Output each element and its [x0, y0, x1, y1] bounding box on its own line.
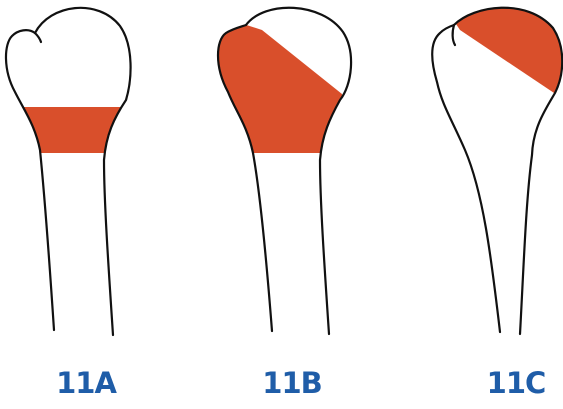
humerus-11b	[200, 8, 351, 334]
humerus-11a	[0, 8, 160, 335]
label-11b: 11B	[247, 366, 337, 400]
label-11a: 11A	[41, 366, 131, 400]
head-neck-line-11c	[453, 25, 455, 45]
humerus-medial-outline-11a	[6, 30, 54, 330]
fracture-zone-11a	[0, 107, 160, 153]
humerus-11c	[432, 0, 563, 334]
label-11c: 11C	[471, 366, 561, 400]
fracture-zone-11b	[200, 10, 342, 153]
humerus-medial-outline-11c	[432, 25, 500, 332]
fracture-zone-11c	[440, 0, 563, 99]
humeral-head-outline-11a	[35, 8, 131, 335]
head-cap-line-11a	[35, 33, 41, 42]
